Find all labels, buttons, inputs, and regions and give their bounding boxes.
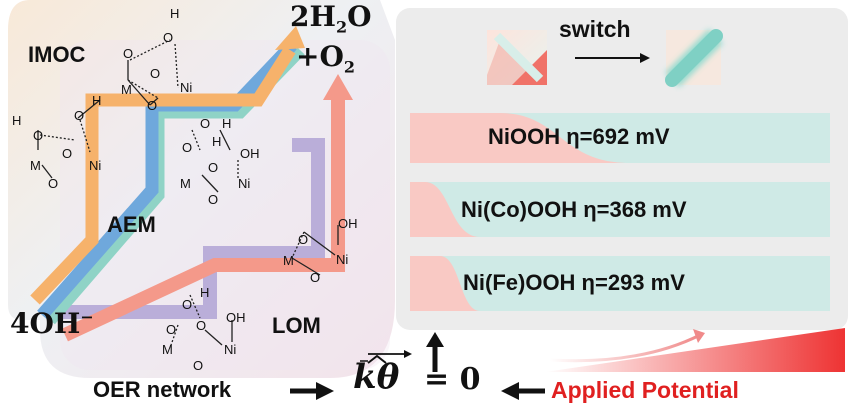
imoc-structure-left [37, 99, 101, 179]
equation-hat [367, 354, 387, 364]
imoc-structure-top [127, 39, 179, 106]
perf-row-label: Ni(Fe)OOH η=293 mV [463, 270, 685, 295]
atom-o: O [166, 322, 177, 337]
network-label: OER network [93, 377, 232, 402]
path-lom [60, 74, 353, 342]
atom-o: O [33, 128, 44, 143]
atom-ni: Ni [89, 158, 102, 173]
atom-o: O [193, 358, 204, 373]
atom-h: H [12, 113, 22, 128]
atom-h: H [200, 285, 210, 300]
perf-row-label: Ni(Co)OOH η=368 mV [461, 197, 687, 222]
atom-o: O [298, 232, 309, 247]
atom-h: H [222, 116, 232, 131]
atom-o: O [74, 108, 85, 123]
network-arrow [290, 382, 334, 400]
aem-structure [191, 129, 239, 193]
atom-o: O [123, 46, 134, 61]
atom-oh: OH [226, 310, 246, 325]
atom-ni: Ni [180, 80, 193, 95]
equation-rhs: = 0 [424, 362, 481, 397]
atom-o: O [147, 98, 158, 113]
atom-m: M [283, 253, 294, 268]
atom-m: M [30, 158, 41, 173]
atom-ni: Ni [336, 252, 349, 267]
left-panel [8, 0, 395, 378]
atom-o: O [200, 116, 211, 131]
atom-ni: Ni [238, 176, 251, 191]
atom-o: O [208, 160, 219, 175]
product-o2-label: +O2 [296, 40, 355, 77]
perf-row-nicoooh [410, 182, 830, 237]
switch-after-icon [664, 28, 724, 88]
perf-row-nioooh [410, 113, 830, 163]
atom-m: M [162, 342, 173, 357]
potential-arrow [501, 382, 545, 400]
atom-h: H [212, 134, 222, 149]
imoc-arrowhead [275, 26, 305, 50]
right-panel-background [396, 8, 848, 330]
atom-ni: Ni [224, 342, 237, 357]
product-water-label: 2H2O [290, 0, 372, 37]
imoc-label: IMOC [28, 42, 86, 67]
atom-o: O [150, 66, 161, 81]
atom-o: O [196, 318, 207, 333]
switch-label: switch [559, 16, 631, 42]
switch-arrow [575, 53, 650, 63]
equation-label: kθ [353, 357, 400, 397]
atom-h: H [92, 93, 102, 108]
atom-oh: OH [338, 216, 358, 231]
atom-o: O [62, 146, 73, 161]
atom-o: O [182, 140, 193, 155]
lom-arrowhead [323, 74, 353, 100]
perf-row-label: NiOOH η=692 mV [488, 124, 670, 149]
up-arrow [426, 332, 444, 372]
switch-before-icon [487, 30, 547, 85]
atom-o: O [310, 270, 321, 285]
bottom-section [290, 328, 845, 400]
atom-oh: OH [240, 146, 260, 161]
potential-label: Applied Potential [551, 377, 739, 403]
atom-m: M [121, 82, 132, 97]
potential-ramp [545, 328, 845, 372]
atom-o: O [48, 176, 59, 191]
atom-o: O [208, 192, 219, 207]
aem-label: AEM [107, 212, 156, 237]
potential-curve [549, 333, 701, 363]
reactant-label: 4OH− [10, 307, 94, 340]
perf-row-nifeooh [410, 256, 830, 311]
atom-o: O [182, 297, 193, 312]
right-panel [396, 8, 848, 330]
atom-h: H [170, 6, 180, 21]
atom-m: M [180, 176, 191, 191]
lom-structure-right [291, 225, 339, 276]
lom-label: LOM [272, 313, 321, 338]
lom-structure-bottom [169, 294, 233, 349]
atom-o: O [163, 30, 174, 45]
path-imoc [30, 26, 305, 305]
